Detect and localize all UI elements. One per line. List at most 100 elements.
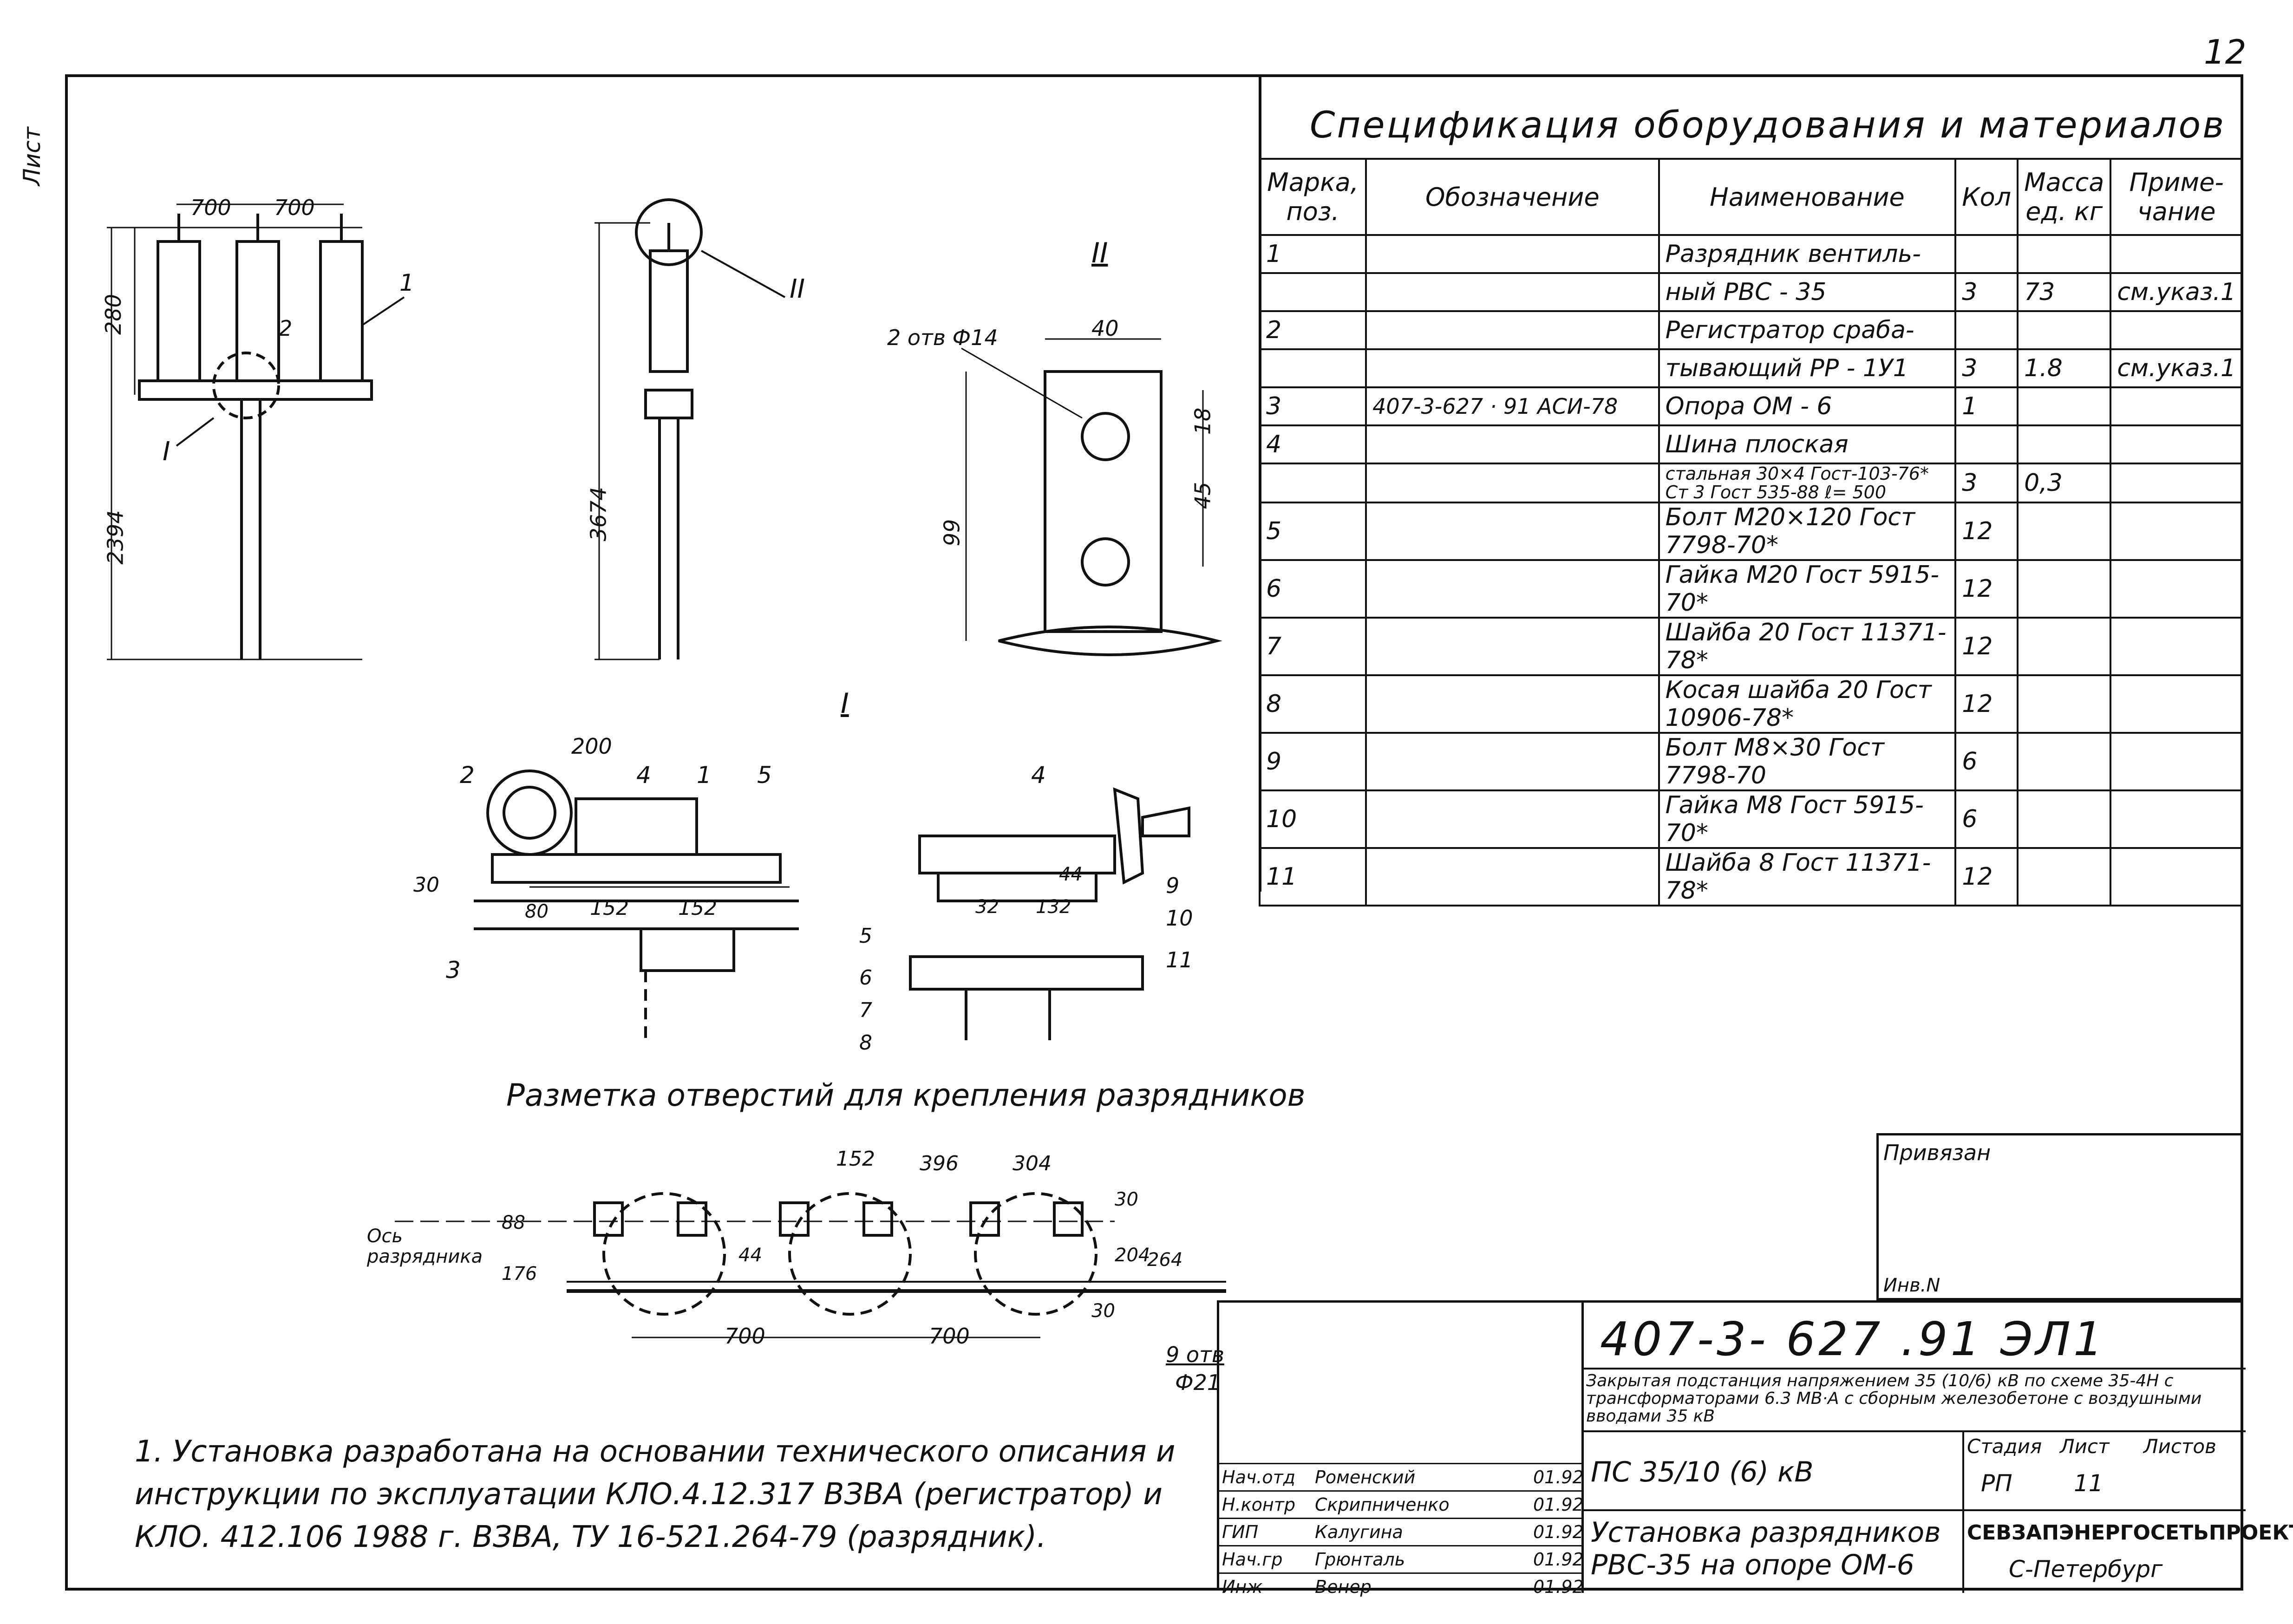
spec-cell-qty: 12 [1954,617,2019,676]
spec-cell-name: стальная 30×4 Гост-103-76* Ст 3 Гост 535… [1658,463,1957,503]
spec-cell-mark: 7 [1258,617,1367,676]
spec-cell-mass [2017,847,2112,907]
hole-layout-axis: Ось разрядника [367,1226,483,1267]
spec-cell-note [2110,310,2243,350]
spec-cell-designation [1365,559,1660,619]
detail-i-dim-132: 132 [1036,896,1071,918]
spec-cell-name: Болт М8×30 Гост 7798-70 [1658,732,1957,791]
detail-i-label: 6 [859,966,872,990]
spec-cell-note [2110,234,2243,274]
detail-i-label: 7 [859,998,872,1022]
spec-cell-qty: 12 [1954,847,2019,907]
detail-i-dim-32: 32 [975,896,999,918]
city: С-Петербург [2009,1556,2163,1583]
hole-dim-88: 88 [502,1212,525,1233]
spec-cell-qty [1954,424,2019,464]
spec-cell-mass [2017,674,2112,734]
signature-name: Скрипниченко [1315,1494,1450,1515]
hole-dim-700a: 700 [725,1324,765,1349]
spec-cell-mass [2017,424,2112,464]
side-dim-3674: 3674 [586,487,611,541]
hole-dim-700b: 700 [929,1324,970,1349]
hole-dim-30: 30 [1115,1189,1138,1210]
hole-dim-152: 152 [836,1147,875,1171]
spec-cell-note [2110,732,2243,791]
spec-cell-mark: 3 [1258,386,1367,426]
col-mass: Масса ед. кг [2017,158,2112,236]
signature-role: Нач.отд [1222,1467,1296,1487]
front-dim-2394: 2394 [103,510,128,565]
spec-cell-name: Шина плоская [1658,424,1957,464]
detail-ii [961,338,1222,656]
project-description: Закрытая подстанция напряжением 35 (10/6… [1586,1371,2202,1426]
spec-cell-designation [1365,847,1660,907]
spec-row: стальная 30×4 Гост-103-76* Ст 3 Гост 535… [1258,463,2243,503]
spec-cell-mark: 10 [1258,789,1367,849]
detail-i-title: I [841,687,849,720]
spec-cell-designation [1365,348,1660,388]
sheets-label: Листов [2143,1435,2216,1458]
spec-table: Марка, поз. Обозначение Наименование Кол… [1258,158,2243,907]
sheet-number: 12 [2204,33,2247,72]
binding-label: Привязан [1883,1140,1991,1165]
inv-label: Инв.N [1883,1275,1940,1296]
spec-cell-qty: 3 [1954,348,2019,388]
spec-cell-mass [2017,234,2112,274]
spec-cell-note [2110,463,2243,503]
detail-ii-dim-40: 40 [1091,316,1119,341]
spec-cell-qty [1954,234,2019,274]
detail-ii-title: II [1091,237,1108,269]
signature-role: Н.контр [1222,1494,1295,1515]
title-block: 407-3- 627 .91 ЭЛ1 Закрытая подстанция н… [1217,1300,2293,1597]
detail-i-label: 5 [859,924,872,948]
spec-cell-mass [2017,732,2112,791]
detail-i-dim-44: 44 [1059,864,1083,885]
drawing-title: Установка разрядников РВС-35 на опоре ОМ… [1591,1516,1941,1581]
detail-i-label: 3 [446,957,461,984]
spec-cell-qty: 12 [1954,502,2019,561]
spec-cell-designation [1365,617,1660,676]
spec-cell-mark: 6 [1258,559,1367,619]
detail-i-label: 5 [757,762,772,789]
spec-cell-note [2110,386,2243,426]
spec-cell-note [2110,559,2243,619]
organization: СЕВЗАПЭНЕРГОСЕТЬПРОЕКТ [1967,1521,2293,1545]
spec-cell-name: Гайка М20 Гост 5915-70* [1658,559,1957,619]
spec-cell-name: тывающий РР - 1У1 [1658,348,1957,388]
signature-date: 01.92 [1533,1549,1584,1570]
detail-ii-holes: 2 отв Ф14 [887,325,998,350]
stage-label: Стадия [1967,1435,2042,1458]
detail-i-right [909,787,1190,1040]
detail-i-dim-152a: 152 [590,896,629,920]
spec-cell-qty: 3 [1954,463,2019,503]
spec-cell-mark: 11 [1258,847,1367,907]
spec-cell-note: см.указ.1 [2110,272,2243,312]
spec-cell-note [2110,674,2243,734]
binding-block: Привязан Инв.N [1876,1133,2243,1300]
stage-value: РП [1981,1470,2012,1497]
hole-dim-304: 304 [1013,1152,1052,1175]
spec-header-row: Марка, поз. Обозначение Наименование Кол… [1258,158,2243,236]
spec-cell-name: Разрядник вентиль- [1658,234,1957,274]
detail-i-label: 1 [697,762,712,789]
spec-cell-mass [2017,559,2112,619]
spec-cell-mark: 9 [1258,732,1367,791]
hole-dim-30b: 30 [1091,1300,1115,1322]
detail-i-dim-152b: 152 [678,896,717,920]
project-subtitle: ПС 35/10 (6) кВ [1591,1456,1814,1488]
spec-cell-note [2110,424,2243,464]
col-mark: Марка, поз. [1258,158,1367,236]
hole-dim-264: 264 [1147,1249,1183,1271]
detail-ii-dim-45: 45 [1190,482,1215,509]
detail-i-label: 2 [460,762,475,789]
spec-cell-mass: 1.8 [2017,348,2112,388]
